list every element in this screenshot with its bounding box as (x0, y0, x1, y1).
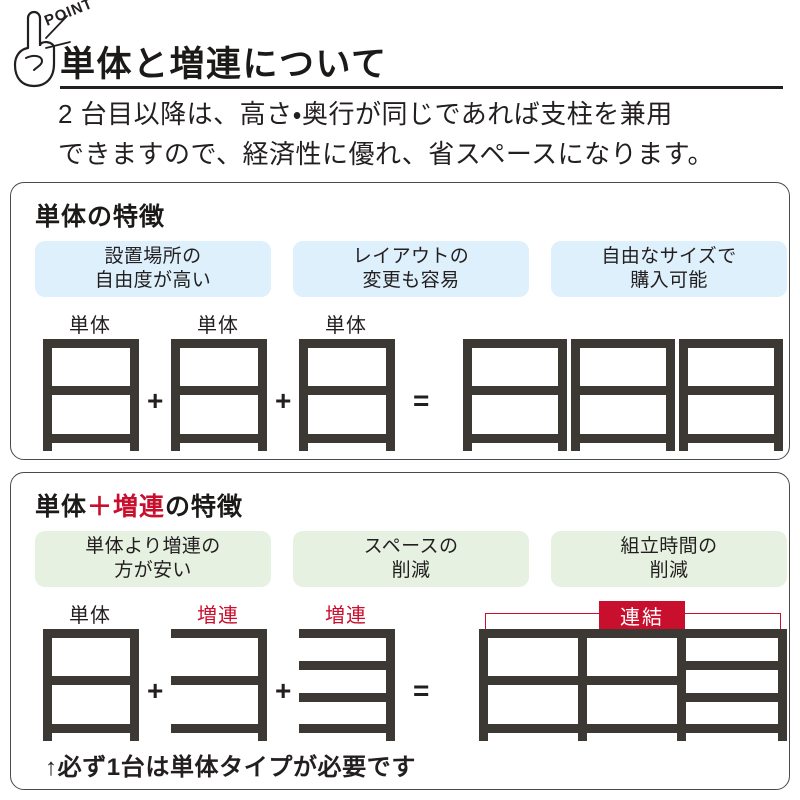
shelf-rack-standalone (299, 339, 395, 451)
shelf-rack-result (679, 339, 783, 451)
equation-diagram-combo: 単体 増連 増連 + + (11, 599, 789, 749)
page-header: POINT 単体と増連について 2 台目以降は、高さ・奥行が同じであれば支柱を兼… (0, 0, 800, 178)
lead-line-1: 2 台目以降は、高さ・奥行が同じであれば支柱を兼用 (58, 99, 673, 129)
connect-badge-label: 連結 (620, 606, 664, 629)
section-title-part-3: の特徴 (165, 493, 244, 521)
feature-pill-line2: 変更も容易 (362, 270, 460, 291)
equation-diagram-single: 単体 単体 単体 + + (11, 309, 789, 455)
title-underline (60, 86, 783, 89)
section-title-text: 単体の特徴 (35, 203, 166, 231)
pointing-hand-icon (10, 8, 72, 92)
operator-equals: = (413, 385, 430, 416)
unit-label-addon: 増連 (325, 605, 367, 627)
operator-plus: + (275, 675, 292, 706)
lead-paragraph: 2 台目以降は、高さ・奥行が同じであれば支柱を兼用 できますので、経済性に優れ、… (58, 95, 788, 174)
operator-equals: = (413, 675, 430, 706)
feature-pill-line1: 設置場所の (104, 245, 202, 267)
feature-pill-line1: レイアウトの (352, 245, 470, 267)
feature-pill: 組立時間の 削減 (551, 531, 787, 587)
unit-label: 単体 (69, 605, 111, 627)
feature-pill-line2: 方が安い (114, 560, 192, 581)
operator-plus: + (275, 385, 292, 416)
feature-pill: 自由なサイズで 購入可能 (551, 241, 787, 297)
shelf-rack-addon (171, 629, 267, 741)
unit-label: 単体 (197, 315, 239, 337)
section-title-single: 単体の特徴 (35, 197, 165, 233)
shelf-rack-result (463, 339, 567, 451)
unit-label-addon: 増連 (197, 605, 239, 627)
shelf-rack-standalone (43, 629, 139, 741)
operator-plus: + (147, 385, 164, 416)
section-title-part-2: ＋増連 (87, 493, 166, 521)
feature-pill-line2: 削減 (649, 560, 689, 581)
page-title: 単体と増連について (60, 45, 388, 84)
section-title-combo: 単体＋増連の特徴 (35, 487, 243, 523)
feature-pill: 単体より増連の 方が安い (35, 531, 271, 587)
feature-pill-line1: 自由なサイズで (601, 245, 737, 267)
section-card-single: 単体の特徴 設置場所の 自由度が高い レイアウトの 変更も容易 自由なサイズで … (10, 182, 790, 460)
feature-pill-line1: 組立時間の (620, 535, 718, 557)
unit-label: 単体 (325, 315, 367, 337)
feature-pill: スペースの 削減 (293, 531, 529, 587)
shelf-rack-result (571, 339, 675, 451)
section-title-part-1: 単体 (35, 493, 88, 521)
shelf-rack-connected (479, 629, 787, 741)
section-card-combo: 単体＋増連の特徴 単体より増連の 方が安い スペースの 削減 組立時間の 削減 … (10, 472, 790, 790)
requirement-note: ↑必ず1台は単体タイプが必要です (45, 754, 416, 781)
feature-pill-line2: 自由度が高い (94, 270, 212, 291)
shelf-rack-standalone (171, 339, 267, 451)
feature-pill-line1: 単体より増連の (85, 535, 221, 557)
feature-pill-line2: 購入可能 (630, 270, 708, 291)
feature-pill-line1: スペースの (363, 535, 459, 557)
unit-label: 単体 (69, 315, 111, 337)
connect-badge: 連結 (599, 601, 685, 629)
shelf-rack-addon (299, 629, 395, 741)
lead-line-2: できますので、経済性に優れ、省スペースになります。 (58, 138, 715, 169)
shelf-rack-standalone (43, 339, 139, 451)
feature-pill: レイアウトの 変更も容易 (293, 241, 529, 297)
feature-pill: 設置場所の 自由度が高い (35, 241, 271, 297)
feature-pill-line2: 削減 (391, 560, 431, 581)
operator-plus: + (147, 675, 164, 706)
